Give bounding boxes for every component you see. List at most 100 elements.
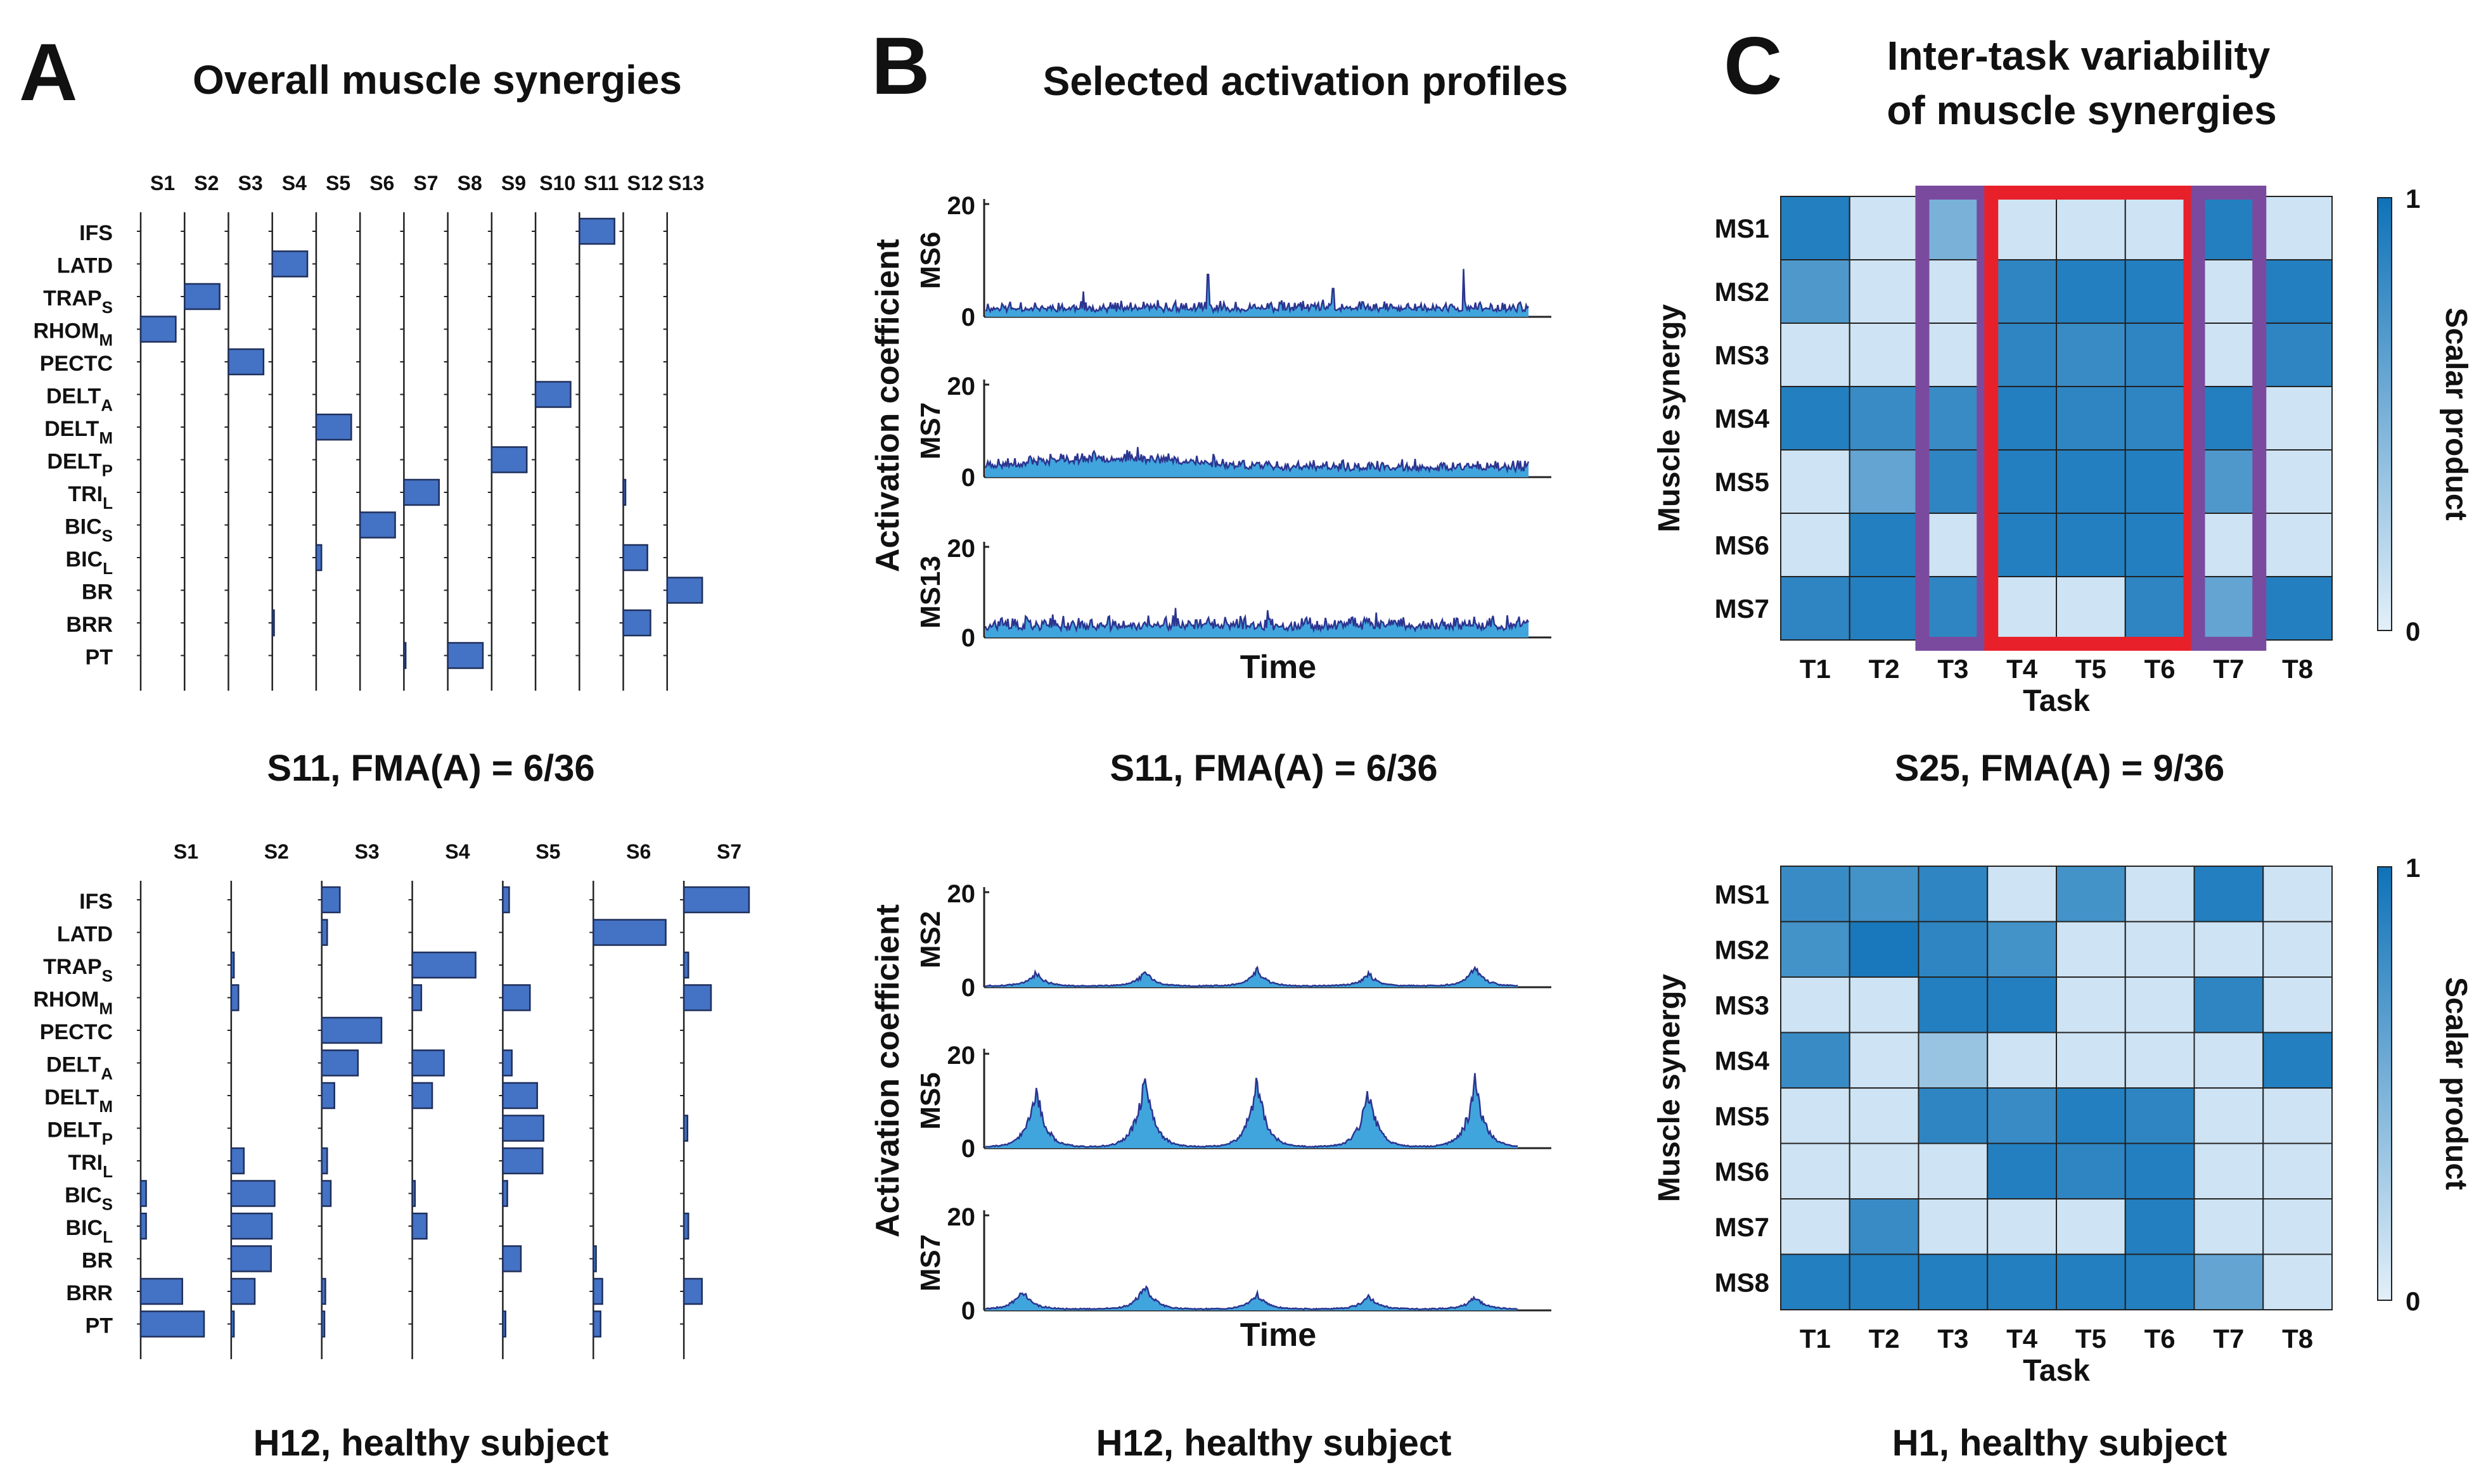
heatmap-ylabel: Muscle synergy <box>1653 974 1686 1202</box>
weight-bar <box>502 1115 544 1142</box>
heatmap-cell <box>2262 866 2333 923</box>
y-tick-label: 20 <box>947 192 976 220</box>
activation-area <box>985 1286 1518 1310</box>
weight-bar <box>230 1245 272 1272</box>
heatmap-cell <box>2056 1087 2126 1144</box>
heatmap-cell <box>2124 866 2195 923</box>
weight-bar <box>683 1212 689 1240</box>
weight-bar <box>447 642 484 669</box>
weight-bar <box>315 413 352 441</box>
column-label: T6 <box>2144 1324 2176 1353</box>
heatmap-cell <box>2262 576 2333 641</box>
activation-line <box>985 1285 1518 1311</box>
muscle-label: BRR <box>66 613 113 637</box>
heatmap-cell <box>1849 259 1920 324</box>
heatmap-cell <box>1987 259 2057 324</box>
series-label: MS7 <box>915 402 946 459</box>
heatmap-cell <box>1780 1142 1850 1199</box>
b-top-ylabel: Activation coefficient <box>869 239 906 572</box>
highlight-box <box>1915 186 1991 651</box>
synergy-label: S11 <box>584 172 618 195</box>
colorbar <box>2377 197 2392 631</box>
row-label: MS1 <box>1715 880 1769 909</box>
column-label: T2 <box>1869 654 1900 684</box>
activation-line <box>984 447 1530 474</box>
weight-bar <box>502 1082 538 1110</box>
synergy-label: S6 <box>626 840 651 863</box>
weight-bar <box>139 316 177 343</box>
activation-area <box>985 608 1529 637</box>
heatmap-cell <box>1849 866 1920 923</box>
weight-bar <box>403 642 407 669</box>
caption-b-bottom: H12, healthy subject <box>1096 1423 1452 1464</box>
weight-bar <box>321 1049 359 1077</box>
heatmap-cell <box>1780 976 1850 1033</box>
heatmap-cell <box>1918 921 1989 978</box>
heatmap-cell <box>2056 1198 2126 1255</box>
row-label: MS2 <box>1715 277 1769 307</box>
weight-bar <box>411 1082 433 1110</box>
weight-bar <box>622 478 627 506</box>
weight-bar <box>593 1245 597 1272</box>
weight-bar <box>593 1277 603 1305</box>
row-label: MS6 <box>1715 1156 1769 1186</box>
heatmap-cell <box>1780 1198 1850 1255</box>
muscle-label: BR <box>82 1249 113 1273</box>
heatmap-cell <box>1780 576 1850 641</box>
heatmap-cell <box>2193 576 2264 641</box>
heatmap-cell <box>2124 1142 2195 1199</box>
heatmap-cell <box>1918 1253 1989 1310</box>
weight-bar <box>271 250 309 278</box>
weight-bar <box>403 478 440 506</box>
column-label: T2 <box>1869 1324 1900 1353</box>
weight-bar <box>502 886 510 914</box>
heatmap-cell <box>2262 259 2333 324</box>
heatmap-cell <box>2193 1253 2264 1310</box>
colorbar <box>2377 866 2392 1301</box>
weight-bar <box>622 544 648 572</box>
heatmap-cell <box>2193 921 2264 978</box>
heatmap-cell <box>2262 1198 2333 1255</box>
y-tick-label: 0 <box>961 464 975 492</box>
y-tick-label: 20 <box>947 373 976 400</box>
heatmap-cell <box>2193 1087 2264 1144</box>
synergy-label: S2 <box>264 840 289 863</box>
heatmap-cell <box>2193 976 2264 1033</box>
weight-bar <box>666 577 703 604</box>
muscle-label: IFS <box>79 221 113 245</box>
heatmap-cell <box>2262 386 2333 451</box>
activation-line <box>985 1073 1518 1148</box>
heatmap-cell <box>1987 921 2057 978</box>
chart-layer: IFSLATDTRAPSRHOMMPECTCDELTADELTMDELTPTRI… <box>33 172 2473 1388</box>
column-label: T7 <box>2213 1324 2244 1353</box>
heatmap-cell <box>2056 323 2126 387</box>
weight-bar <box>683 1115 689 1142</box>
colorbar-tick: 1 <box>2406 184 2420 214</box>
synergy-label: S5 <box>326 172 350 195</box>
heatmap-cell <box>2193 1198 2264 1255</box>
activation-line <box>985 269 1529 315</box>
y-tick-label: 20 <box>947 1203 976 1231</box>
heatmap-cell <box>2056 259 2126 324</box>
column-label: T4 <box>2006 654 2038 684</box>
weight-bar <box>321 1277 326 1305</box>
panel-c-title-line1: Inter-task variability <box>1887 33 2271 79</box>
weight-bar <box>321 1082 335 1110</box>
weight-bar <box>315 544 323 572</box>
weight-bar <box>593 1310 601 1338</box>
weight-bar <box>183 283 221 310</box>
heatmap-cell <box>2262 921 2333 978</box>
series-label: MS13 <box>915 556 946 629</box>
heatmap-cell <box>1849 576 1920 641</box>
heatmap-cell <box>2193 866 2264 923</box>
y-tick-label: 0 <box>961 974 975 1002</box>
weight-bar <box>411 951 477 979</box>
muscle-label: BRR <box>66 1281 113 1305</box>
heatmap-cell <box>1780 921 1850 978</box>
weight-bar <box>502 984 531 1011</box>
series-label: MS6 <box>915 232 946 289</box>
heatmap-cell <box>2124 386 2195 451</box>
heatmap-cell <box>2262 1087 2333 1144</box>
heatmap-cell <box>2124 1198 2195 1255</box>
weight-bar <box>230 1212 273 1240</box>
